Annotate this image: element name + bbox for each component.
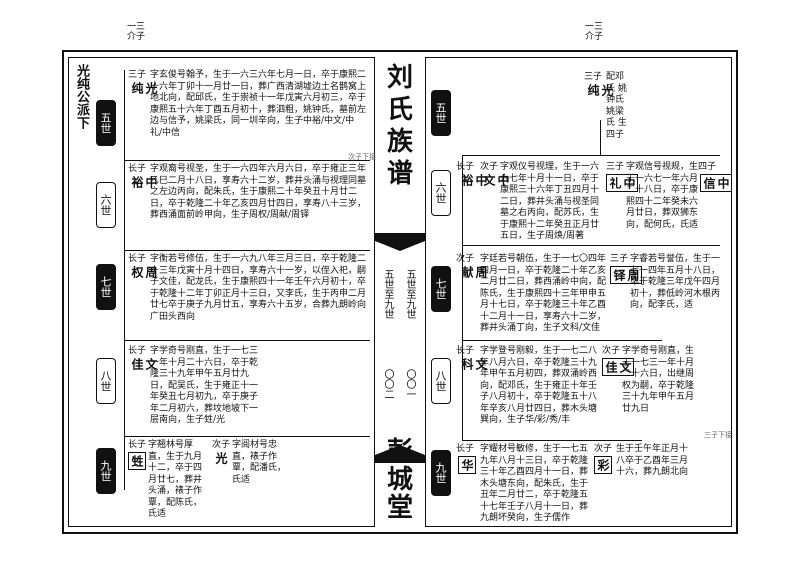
- person-name: 文佳: [130, 358, 158, 370]
- entry-text: 字观信号视规，生于一六七一年六月二十八日，卒于康熙四十二年癸未六月廿日，葬双狮东…: [626, 162, 699, 230]
- left-header-num: 一三: [126, 22, 145, 32]
- right-sibling-line: [462, 340, 662, 341]
- person-name: 周铎: [610, 266, 642, 284]
- person-name: 周献: [460, 266, 488, 278]
- entry-text: 字衡若号修伍，生于一六九八年三月三日，卒于乾隆二十三年戊寅十月十四日，享寿六十一…: [150, 254, 367, 322]
- right-header-sub: 介子: [584, 32, 603, 42]
- right-lineage-line: [462, 155, 463, 245]
- left-row-divider: [124, 160, 370, 161]
- entry-role: 长子: [456, 444, 475, 454]
- title-char: 刘: [386, 63, 413, 93]
- entry-role: 次子: [212, 440, 231, 450]
- entry-role: 长子: [128, 164, 147, 174]
- title-char: 谱: [386, 159, 413, 189]
- generation-tab: 五世: [431, 90, 451, 136]
- entry-role: 三子: [584, 72, 603, 82]
- right-footnote: 三子下接: [704, 431, 732, 439]
- right-lineage-line: [462, 340, 463, 440]
- entry-role: 三子: [128, 70, 147, 80]
- left-row-divider: [124, 340, 370, 341]
- right-lineage-line: [462, 245, 463, 340]
- title-char: 氏: [386, 95, 413, 125]
- right-parent-drop: [600, 120, 601, 155]
- person-name: 周权: [130, 266, 158, 278]
- entry-text: 字耀材号敏修，生于一七五九年八月十三日，卒于乾隆三十年乙酉四月十一日，葬木头塘东…: [480, 444, 589, 523]
- left-lineage-line: [124, 70, 125, 490]
- person-name: 中文: [482, 174, 510, 186]
- right-header-num: 一三: [584, 22, 603, 32]
- entry-text: 字玄俊号翰予，生于一六三六年七月一日，卒于康熙二十六年丁卯十一月廿一日，葬广西清…: [150, 70, 367, 138]
- entry-text: 字观裔号视圣，生于一六四年六月六日，卒于雍正三年乙巳二月十八日，享寿六十二岁，葬…: [150, 164, 367, 220]
- generation-tab: 九世: [431, 450, 451, 496]
- entry-role: 长子: [456, 346, 475, 356]
- person-name: 文佳: [602, 358, 634, 376]
- generation-tab: 五世: [96, 100, 116, 146]
- left-row-divider: [124, 436, 370, 437]
- right-sibling-line: [462, 440, 642, 441]
- person-name: 光: [214, 452, 228, 464]
- person-name: 甡: [128, 452, 146, 470]
- spine-fishtail: [375, 233, 425, 463]
- entry-text: 字睿若号誉伍，生于一七一四年五月十八日，卒于乾隆三年戊午四月初十，葬低岭河木根丙…: [630, 254, 721, 310]
- generation-tab: 八世: [431, 358, 451, 404]
- branch-title: 光纯公派下: [74, 64, 89, 129]
- title-char: 族: [386, 127, 413, 157]
- generation-tab: 六世: [431, 170, 451, 216]
- hall-char: 彭: [386, 437, 413, 467]
- left-header: 一三 介子: [116, 22, 156, 42]
- entry-role: 三子: [610, 254, 629, 264]
- person-name: 中礼: [606, 174, 638, 192]
- entry-role: 长子: [128, 254, 147, 264]
- left-footnote: 次子下接: [348, 153, 376, 161]
- entry-role: 长子: [128, 440, 147, 450]
- spine-page-b: 〇〇一: [404, 369, 415, 399]
- entry-text: 字廷若号朝伍，生于一七〇四年四月一日，卒于乾隆二十年乙亥二月廿二日，葬西涌岭中向…: [480, 254, 607, 333]
- page-frame-outer: [62, 50, 738, 534]
- person-name: 中裕: [460, 174, 488, 186]
- person-name: 华: [458, 456, 476, 474]
- person-name: 文科: [460, 358, 488, 370]
- hall-char: 城: [386, 465, 413, 495]
- entry-text: 字学奇号刚直，生于一七三一年十月二十六日，出继周权为嗣，卒于乾隆三十九年甲午五月…: [622, 346, 695, 414]
- entry-text: 字阅材号忠直，裱子作覃，配潘氏，氏适: [232, 440, 287, 485]
- generation-tab: 九世: [96, 448, 116, 494]
- left-header-sub: 介子: [126, 32, 145, 42]
- entry-role: 四子: [698, 162, 717, 172]
- right-header: 一三 介子: [574, 22, 614, 42]
- entry-role: 次子: [602, 346, 621, 356]
- generation-tab: 六世: [96, 182, 116, 228]
- entry-text: 字翘林号厚直，生于九月十二，卒于四月廿七，葬井头涌，裱子作覃，配陈氏，氏适: [148, 440, 203, 519]
- right-sibling-line: [462, 155, 720, 156]
- left-row-divider: [124, 250, 370, 251]
- entry-role: 长子: [456, 162, 475, 172]
- spine-range-b: 五世至九世: [404, 269, 415, 319]
- person-name: 彩: [594, 456, 612, 474]
- person-name: 光纯: [586, 84, 614, 96]
- spine-range-a: 五世至九世: [382, 269, 393, 319]
- entry-text: 字学登号刚毅，生于一七二八年八月六日，卒于乾隆三十九年甲午五月初四，葬双涌岭西向…: [480, 346, 598, 425]
- entry-text: 配邓氏 姚钟氏 姚梁氏 生四子: [606, 72, 627, 140]
- entry-role: 次子: [480, 162, 499, 172]
- right-sibling-line: [462, 245, 720, 246]
- generation-tab: 七世: [431, 266, 451, 312]
- entry-text: 生于壬午年正月十八卒于乙酉年三月十六，葬九朗北向: [616, 444, 689, 477]
- generation-tab: 八世: [96, 358, 116, 404]
- center-spine: 刘 氏 族 谱 五世至九世 五世至九世 〇〇二 〇〇一 彭 城 堂: [374, 57, 426, 527]
- person-name: 中信: [700, 174, 732, 192]
- hall-char: 堂: [386, 493, 413, 523]
- entry-role: 次子: [456, 254, 475, 264]
- person-name: 中裕: [130, 176, 158, 188]
- generation-tab: 七世: [96, 264, 116, 310]
- spine-page-a: 〇〇二: [382, 369, 393, 399]
- entry-role: 三子: [606, 162, 625, 172]
- entry-text: 字观仪号视理，生于一六六七年十月十一日，卒于康熙三十六年丁丑四月十二日，葬井头涌…: [500, 162, 600, 241]
- entry-text: 字学奇号刚直，生于一七三一年十月二十六日，卒于乾隆三十九年甲午五月廿九日，配吴氏…: [150, 346, 259, 425]
- entry-role: 长子: [128, 346, 147, 356]
- entry-role: 次子: [594, 444, 613, 454]
- person-name: 光纯: [130, 82, 158, 94]
